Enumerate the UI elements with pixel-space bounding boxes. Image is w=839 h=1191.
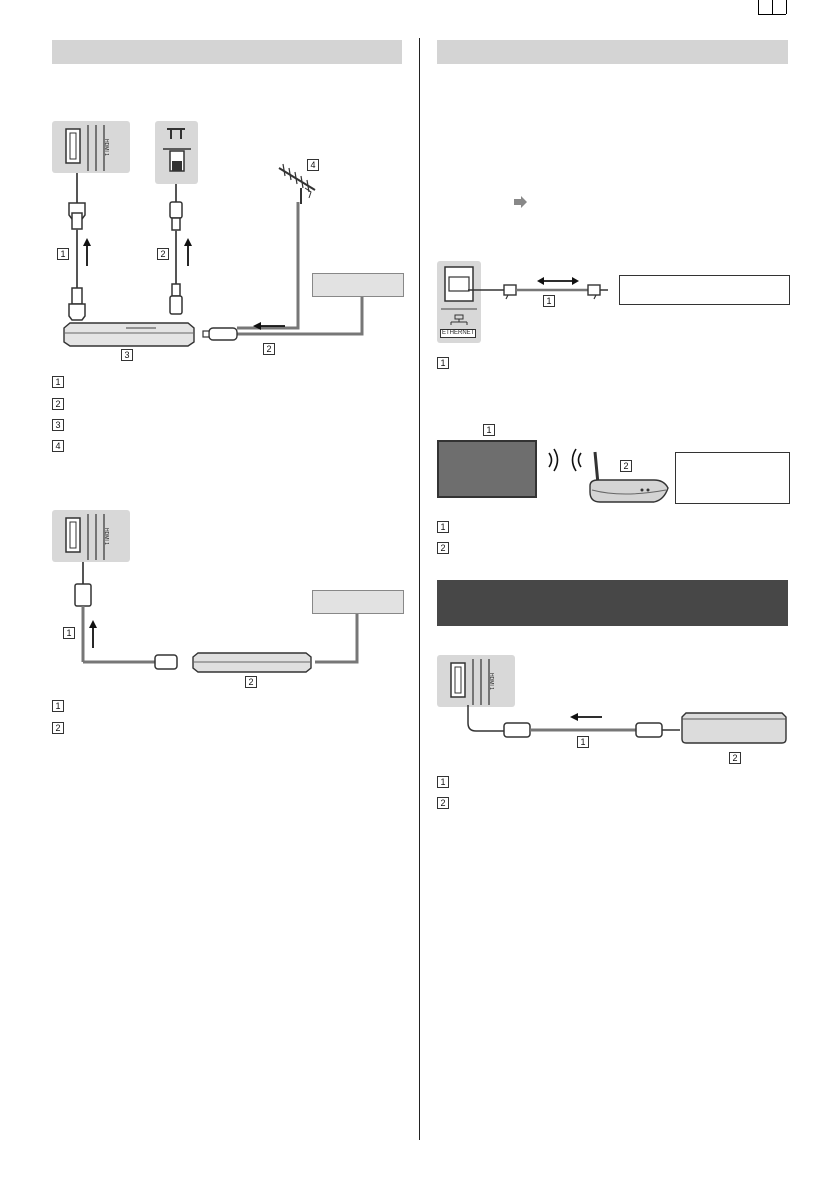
label-box-4: [675, 452, 790, 504]
crop-mark-horizontal: [758, 14, 786, 15]
recorder-icon: [63, 322, 195, 347]
legend-2e: 2: [437, 797, 449, 809]
legend-4: 4: [52, 440, 64, 452]
antenna-icon: [278, 163, 316, 204]
legend-2b: 2: [52, 722, 64, 734]
legend-1c: 1: [437, 357, 449, 369]
callout-1f: 1: [577, 736, 589, 748]
callout-4: 4: [307, 159, 319, 171]
router-icon: [589, 451, 669, 503]
crop-mark-left: [758, 0, 759, 14]
aerial-port-icon: [163, 128, 191, 172]
hdmi-port-icon: [65, 514, 105, 560]
hdmi-port-panel-2: HDMI 1: [52, 510, 130, 562]
arrow-icon: [89, 620, 97, 648]
legend-2d: 2: [437, 542, 449, 554]
callout-1e: 1: [483, 424, 495, 436]
dark-section-header: [437, 580, 788, 626]
arrow-icon: [253, 322, 285, 330]
legend-3: 3: [52, 419, 64, 431]
hdmi-port-label-3: HDMI 1: [488, 673, 494, 690]
crop-mark-right: [772, 0, 773, 14]
legend-1: 1: [52, 376, 64, 388]
callout-1: 1: [57, 248, 69, 260]
column-divider: [419, 38, 420, 1140]
hdmi-cable-3: [467, 705, 680, 738]
callout-2d: 2: [620, 460, 632, 472]
hdmi-port-icon: [65, 125, 105, 171]
hdmi-cable-1: [68, 173, 86, 321]
lan-cable: [468, 284, 608, 300]
amplifier-icon: [681, 712, 787, 744]
arrow-icon: [514, 196, 527, 208]
legend-1d: 1: [437, 521, 449, 533]
hdmi-port-panel: HDMI 1: [52, 121, 130, 173]
ethernet-port-label: ETHERNET: [440, 329, 477, 338]
left-section-header: [52, 40, 402, 64]
tv-icon: [437, 440, 537, 498]
callout-2b: 2: [263, 343, 275, 355]
aerial-port-panel: [155, 121, 198, 184]
ethernet-port-icon: [441, 266, 477, 325]
hdmi-port-icon: [450, 659, 490, 705]
arrow-icon: [184, 238, 192, 266]
hdmi-port-label-2: HDMI 1: [103, 528, 109, 545]
legend-2: 2: [52, 398, 64, 410]
callout-2: 2: [157, 248, 169, 260]
label-box-2: [312, 590, 404, 614]
callout-1d: 1: [543, 295, 555, 307]
callout-3: 3: [121, 349, 133, 361]
callout-1c: 1: [63, 627, 75, 639]
ethernet-port-panel: ETHERNET: [437, 261, 481, 343]
hdmi-port-panel-3: HDMI 1: [437, 655, 515, 707]
crop-mark-right-edge: [786, 0, 787, 14]
recorder-icon: [192, 652, 312, 673]
arrow-icon: [83, 238, 91, 266]
legend-1e: 1: [437, 776, 449, 788]
label-box-3: [619, 275, 790, 305]
double-arrow-icon: [537, 277, 579, 285]
legend-1b: 1: [52, 700, 64, 712]
arrow-icon: [570, 713, 602, 721]
wifi-waves-icon: [548, 448, 582, 472]
right-section-header: [437, 40, 788, 64]
callout-2c: 2: [245, 676, 257, 688]
callout-2e: 2: [729, 752, 741, 764]
hdmi-port-label: HDMI 1: [103, 139, 109, 156]
label-box-1: [312, 273, 404, 297]
aerial-cable-1: [169, 184, 183, 315]
hdmi-cable-2: [74, 562, 359, 670]
